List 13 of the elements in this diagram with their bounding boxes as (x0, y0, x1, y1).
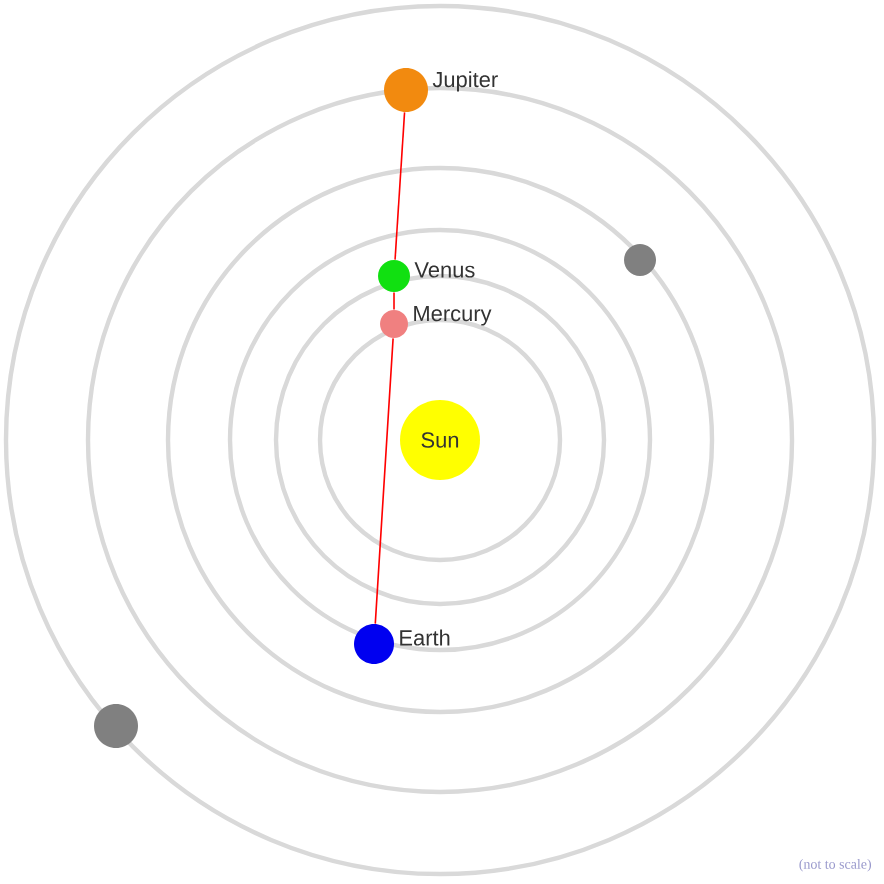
line-of-sight (374, 337, 394, 625)
line-of-sight (394, 111, 406, 261)
planet-label: Earth (400, 629, 450, 646)
line-of-sight (393, 291, 395, 311)
planet-label: Venus (414, 262, 475, 278)
planet-label: Jupiter (432, 71, 498, 92)
planet-dot (624, 244, 656, 276)
planet-dot (94, 704, 138, 748)
planet-dot (354, 624, 394, 664)
planet-label: Mercury (414, 306, 492, 326)
planet-dot (380, 310, 408, 338)
planet-dot (384, 68, 428, 112)
planet-dot (378, 260, 410, 292)
